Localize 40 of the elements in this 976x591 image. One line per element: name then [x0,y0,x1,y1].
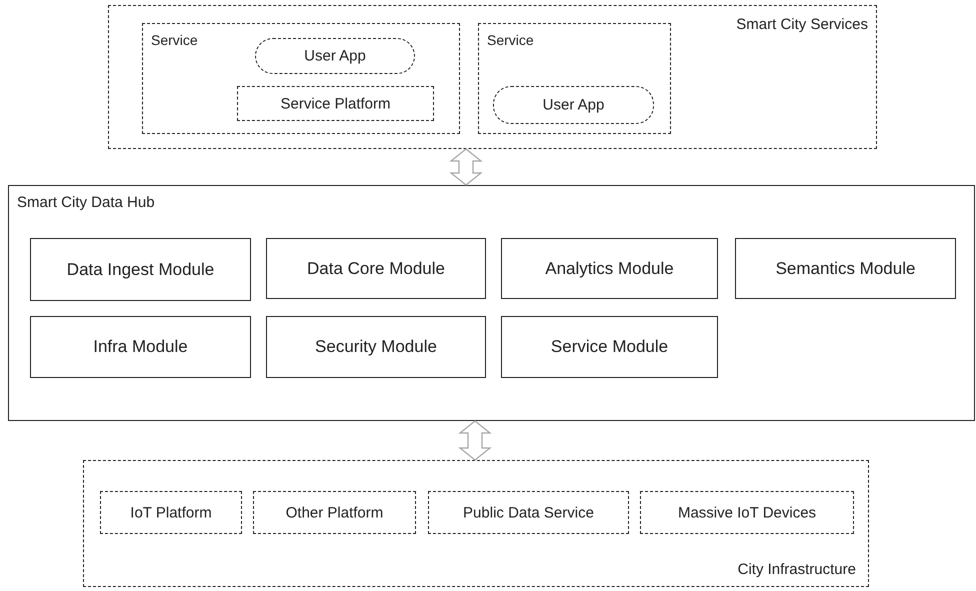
group-box [142,23,460,134]
group-box [108,5,877,149]
node-label: Infra Module [93,337,188,357]
group-title: Smart City Services [736,16,868,33]
group-title: Service [487,32,534,48]
node-label: User App [304,48,366,64]
node-label: Data Core Module [307,258,445,278]
module-box [735,238,956,299]
node-label: Data Ingest Module [66,260,214,280]
group-title: Smart City Data Hub [17,194,155,211]
platform-box [428,491,629,534]
module-box [266,238,486,299]
module-box [30,316,251,378]
hub-panel [8,185,975,421]
node-label: Massive IoT Devices [678,504,816,521]
node-label: Service Module [550,337,668,357]
node-label: Analytics Module [545,258,674,278]
node-label: Other Platform [286,504,384,521]
platform-box [253,491,416,534]
platform-box [100,491,242,534]
node-label: IoT Platform [130,504,212,521]
platform-box [640,491,854,534]
node-label: Semantics Module [776,258,916,278]
node-label: Public Data Service [463,504,594,521]
node-label: User App [542,96,604,114]
group-box [478,23,671,134]
double-arrow [449,148,483,186]
app-pill [493,86,654,124]
node-label: Service Platform [280,95,391,112]
platform-box [237,86,434,121]
module-box [501,238,718,299]
node-label: Security Module [315,337,437,357]
group-title: Service [151,32,198,48]
group-title: City Infrastructure [738,561,856,578]
module-box [30,238,251,301]
module-box [266,316,486,378]
app-pill [255,38,415,74]
double-arrow [458,420,492,461]
module-box [501,316,718,378]
group-box [83,460,869,587]
